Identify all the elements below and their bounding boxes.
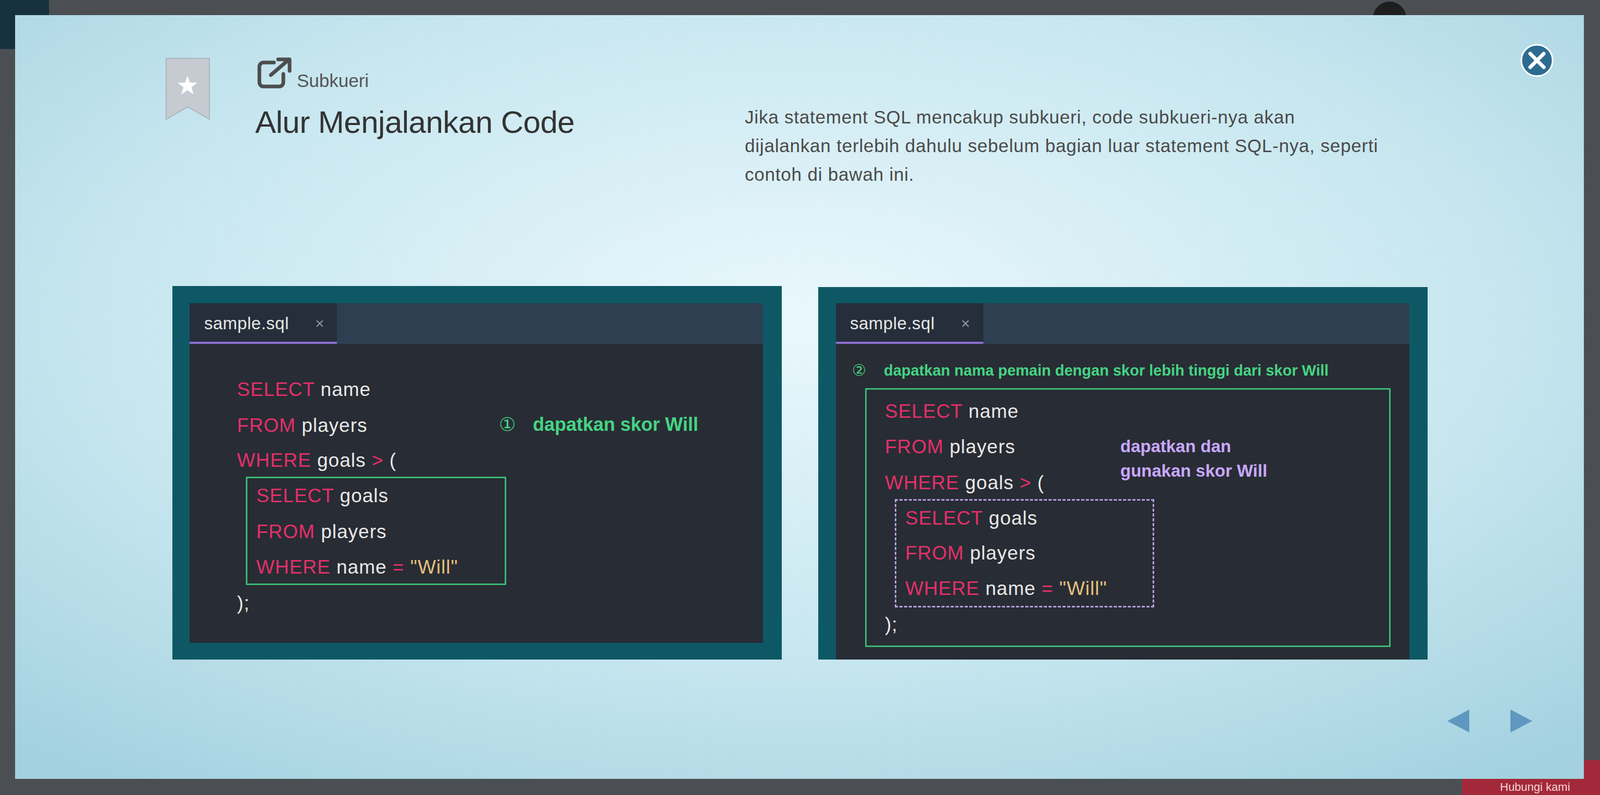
code-token: = <box>392 556 405 578</box>
modal-panel <box>15 15 1584 779</box>
editor-frame <box>818 286 1428 660</box>
code-token: goals <box>333 484 389 507</box>
code-token: > <box>371 449 384 471</box>
code-token: name <box>979 577 1042 599</box>
code-token: ( <box>1031 471 1045 494</box>
callout-number: ② <box>852 359 867 381</box>
code-token: "Will" <box>410 556 459 578</box>
code-editor: SELECT goalsFROM playersWHERE name = "Wi… <box>835 303 1410 660</box>
callout-number: ① <box>498 412 516 437</box>
code-token: players <box>295 414 368 436</box>
prev-arrow <box>1447 709 1470 733</box>
step-note: dapatkan skor Will <box>532 412 699 437</box>
section-link: Subkueri <box>296 69 369 93</box>
help-label: Hubungi kami <box>1500 779 1571 795</box>
code-line: SELECT name <box>236 376 371 403</box>
code-token: SELECT <box>236 378 315 400</box>
slide-title: Alur Menjalankan Code <box>255 103 575 142</box>
code-line: SELECT goals <box>256 482 389 509</box>
code-token: WHERE <box>884 471 960 494</box>
tab-close: × <box>960 313 971 334</box>
step-note: dapatkan nama pemain dengan skor lebih t… <box>883 359 1329 381</box>
code-token: WHERE <box>256 556 331 578</box>
code-token: > <box>1019 471 1032 494</box>
editor-frame <box>172 285 782 660</box>
code-token: ); <box>236 592 250 614</box>
code-token: WHERE <box>236 449 312 471</box>
code-token: players <box>943 435 1016 458</box>
code-token: FROM <box>236 414 296 436</box>
code-line: FROM players <box>884 433 1016 460</box>
close-cross <box>1530 53 1544 68</box>
code-token: FROM <box>884 435 944 458</box>
code-token: FROM <box>256 520 316 543</box>
external-link-arrow <box>270 59 290 75</box>
tab-filename: sample.sql <box>204 311 290 335</box>
code-token: SELECT <box>884 400 963 422</box>
code-token: players <box>964 542 1036 564</box>
code-line: WHERE name = "Will" <box>905 575 1108 602</box>
code-token: goals <box>982 507 1038 529</box>
next-arrow <box>1510 709 1533 733</box>
tab-filename: sample.sql <box>850 311 935 335</box>
code-token: ); <box>884 613 898 635</box>
code-token: name <box>962 400 1019 422</box>
code-line: FROM players <box>256 518 387 545</box>
code-line: FROM players <box>905 540 1036 567</box>
code-line: FROM players <box>236 412 368 439</box>
code-token: name <box>330 556 393 578</box>
code-line: WHERE name = "Will" <box>256 554 459 581</box>
code-line: WHERE goals > ( <box>884 469 1045 496</box>
code-token: SELECT <box>905 507 983 529</box>
bookmark-icon <box>166 58 210 120</box>
code-token <box>1053 577 1059 599</box>
tab-close: × <box>315 313 325 334</box>
code-token <box>404 556 410 578</box>
code-token: goals <box>311 449 372 471</box>
subquery-box: SELECT goalsFROM playersWHERE name = "Wi… <box>245 476 507 585</box>
code-token: ( <box>383 449 397 471</box>
code-line: SELECT goals <box>905 505 1038 532</box>
code-editor: SELECT goalsFROM playersWHERE name = "Wi… <box>189 303 764 643</box>
code-token: players <box>315 520 387 543</box>
description-text: Jika statement SQL mencakup subkueri, co… <box>744 102 1381 189</box>
code-token: = <box>1041 577 1054 599</box>
code-token: name <box>314 378 371 400</box>
code-token: WHERE <box>905 577 980 599</box>
code-token: SELECT <box>256 484 334 507</box>
code-line: ); <box>236 590 250 617</box>
step-note: dapatkan dan gunakan skor Will <box>1120 433 1295 483</box>
subquery-box: SELECT goalsFROM playersWHERE name = "Wi… <box>894 498 1155 608</box>
code-token: goals <box>959 471 1020 494</box>
code-token: "Will" <box>1059 577 1108 599</box>
code-line: ); <box>884 611 898 638</box>
code-token: FROM <box>905 542 965 564</box>
bookmark-star <box>177 75 198 95</box>
code-line: SELECT name <box>884 398 1019 425</box>
close-button <box>1521 44 1553 77</box>
outer-query-box: SELECT goalsFROM playersWHERE name = "Wi… <box>865 388 1391 647</box>
code-line: WHERE goals > ( <box>236 447 397 474</box>
